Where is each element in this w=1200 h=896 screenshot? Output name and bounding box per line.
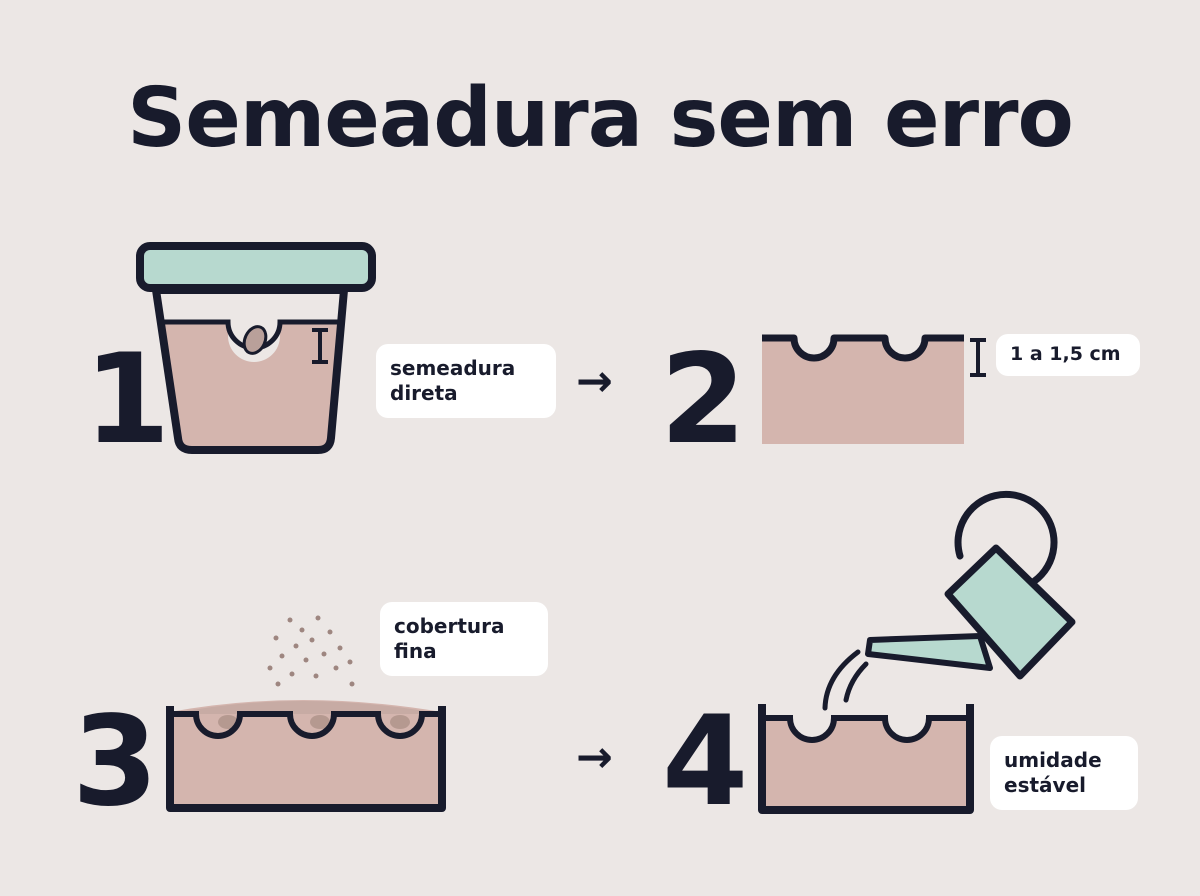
depth-marker-icon bbox=[312, 328, 328, 364]
step-label-3: cobertura fina bbox=[380, 602, 548, 676]
step-number-1: 1 bbox=[84, 328, 171, 472]
step-label-2: 1 a 1,5 cm bbox=[996, 334, 1140, 376]
falling-particles bbox=[267, 615, 355, 687]
watering-can-icon bbox=[758, 490, 1076, 814]
soil-furrows-depth-icon bbox=[762, 334, 986, 444]
pot-with-seed-icon bbox=[136, 242, 376, 454]
sprinkled-cover-tray-icon bbox=[166, 615, 446, 812]
step-number-2: 2 bbox=[660, 328, 747, 472]
step-label-1: semeadura direta bbox=[376, 344, 556, 418]
arrow-step-1-to-2: → bbox=[576, 356, 613, 407]
step-number-4: 4 bbox=[662, 690, 749, 834]
step-label-4: umidade estável bbox=[990, 736, 1138, 810]
step-number-3: 3 bbox=[72, 690, 159, 834]
arrow-step-3-to-4: → bbox=[576, 732, 613, 783]
page-title: Semeadura sem erro bbox=[127, 71, 1074, 166]
